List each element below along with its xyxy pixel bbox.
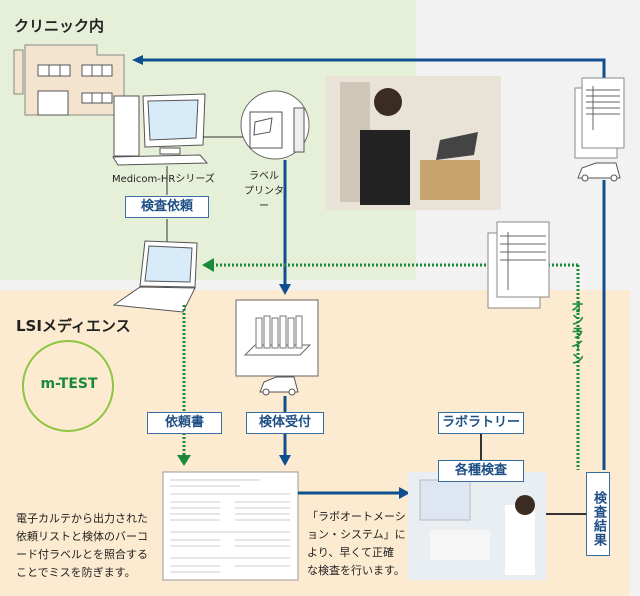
- right-desc-line: ョン・システム」に: [307, 528, 406, 541]
- test-request-box: 検査依頼: [125, 196, 209, 218]
- online-documents-icon: [487, 221, 550, 309]
- laboratory-photo: [408, 472, 546, 580]
- left-desc-line: ード付ラベルとを照合する: [16, 548, 148, 561]
- results-documents-icon: [574, 77, 625, 159]
- clinic-building-icon: [13, 44, 125, 116]
- left-desc-line: 依頼リストと検体のバーコ: [16, 530, 148, 543]
- right-desc-line: 「ラボオートメーシ: [307, 510, 406, 523]
- left-description: 電子カルテから出力された 依頼リストと検体のバーコ ード付ラベルとを照合する こ…: [16, 510, 148, 582]
- specimen-tubes-icon: [235, 299, 319, 377]
- right-desc-line: より、早くて正確: [307, 546, 395, 559]
- label-printer-label: ラベル プリンター: [244, 167, 284, 212]
- desktop-pc-icon: [112, 93, 209, 166]
- clinic-photo: [326, 76, 501, 210]
- delivery-car-icon: [577, 162, 621, 182]
- right-desc-line: な検査を行います。: [307, 564, 405, 577]
- mtest-circle: [22, 340, 114, 432]
- test-results-box: 検査結果: [586, 472, 610, 556]
- various-tests-box: 各種検査: [438, 460, 524, 482]
- delivery-car-icon-2: [259, 376, 299, 396]
- mtest-label: m-TEST: [40, 376, 98, 392]
- online-label: オンライン: [568, 300, 583, 365]
- arrow-down-icon: [279, 284, 291, 295]
- request-document-box: 依頼書: [147, 412, 222, 434]
- specimen-receipt-box: 検体受付: [246, 412, 324, 434]
- printer-label-line1: ラベル: [249, 171, 279, 182]
- arrow-to-clinic-icon: [132, 55, 143, 65]
- clinic-zone-title: クリニック内: [14, 17, 105, 35]
- label-printer-icon: [240, 90, 310, 160]
- arrow-to-laptop-icon: [202, 258, 214, 272]
- lsi-zone-title: LSIメディエンス: [16, 317, 131, 335]
- right-description: 「ラボオートメーシ ョン・システム」に より、早くて正確 な検査を行います。: [307, 508, 406, 580]
- printer-label-line2: プリンター: [244, 186, 284, 212]
- laptop-icon: [112, 240, 198, 313]
- left-desc-line: 電子カルテから出力された: [16, 512, 148, 525]
- request-list-document: [162, 471, 299, 581]
- laboratory-box: ラボラトリー: [438, 412, 524, 434]
- medicom-system-label: Medicom-HRシリーズ: [112, 174, 215, 185]
- left-desc-line: ことでミスを防ぎます。: [16, 566, 136, 579]
